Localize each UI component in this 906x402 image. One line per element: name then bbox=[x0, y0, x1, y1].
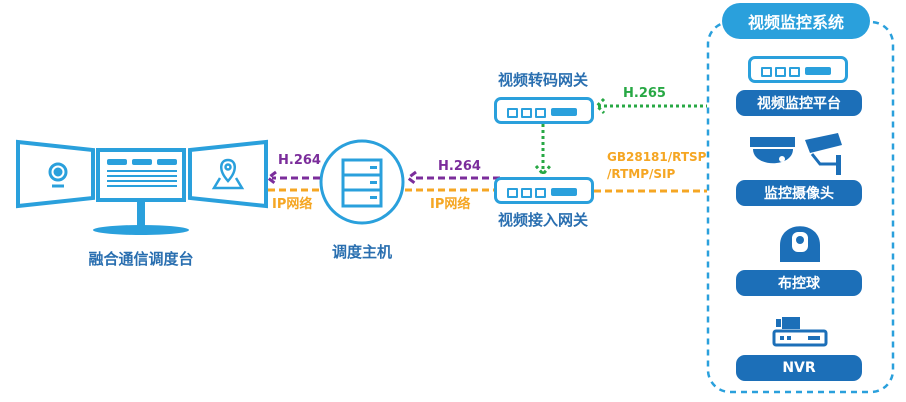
transcode-gateway-device bbox=[494, 97, 594, 124]
ptz-ball-label: 布控球 bbox=[736, 270, 862, 296]
access-gateway-label: 视频接入网关 bbox=[497, 211, 589, 229]
host-label: 调度主机 bbox=[331, 243, 393, 261]
transcode-gateway-label: 视频转码网关 bbox=[497, 71, 589, 89]
console-label: 融合通信调度台 bbox=[88, 250, 194, 268]
platform-device-icon bbox=[748, 56, 848, 83]
h265-label: H.265 bbox=[623, 86, 666, 101]
bullet-camera-icon bbox=[805, 133, 842, 175]
network-label: IP网络 bbox=[272, 197, 313, 212]
protocols-line1: GB28181/RTSP bbox=[607, 150, 707, 164]
protocols-line2: /RTMP/SIP bbox=[607, 167, 676, 181]
nvr-label: NVR bbox=[736, 355, 862, 381]
platform-label: 视频监控平台 bbox=[736, 90, 862, 116]
server-host-icon bbox=[319, 139, 405, 225]
webcam-icon bbox=[48, 162, 68, 188]
access-gateway-device bbox=[494, 177, 594, 204]
codec-label: H.264 bbox=[278, 153, 321, 168]
dome-camera-icon bbox=[750, 137, 795, 164]
codec-label: H.264 bbox=[438, 159, 481, 174]
network-label: IP网络 bbox=[430, 197, 471, 212]
camera-label: 监控摄像头 bbox=[736, 180, 862, 206]
nvr-icon bbox=[772, 317, 828, 347]
ptz-ball-camera-icon bbox=[780, 226, 820, 262]
console-stand bbox=[93, 159, 189, 235]
location-pin-icon bbox=[211, 158, 245, 190]
green-links bbox=[534, 97, 707, 177]
connection-lines bbox=[265, 170, 707, 193]
system-title: 视频监控系统 bbox=[722, 3, 870, 39]
